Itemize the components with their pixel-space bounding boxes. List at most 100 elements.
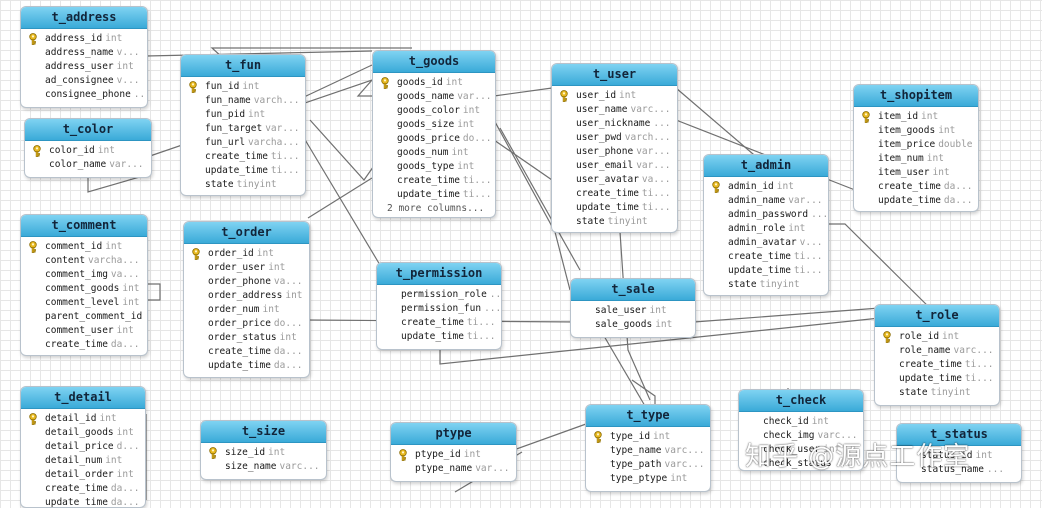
column-row[interactable]: user_nickname... [552, 117, 677, 131]
column-row[interactable]: permission_role... [377, 288, 501, 302]
column-row[interactable]: check_status... [739, 457, 863, 470]
table-t-permission[interactable]: t_permissionpermission_role...permission… [376, 262, 502, 350]
column-row[interactable]: parent_comment_id... [21, 310, 147, 324]
column-row[interactable]: permission_fun... [377, 302, 501, 316]
